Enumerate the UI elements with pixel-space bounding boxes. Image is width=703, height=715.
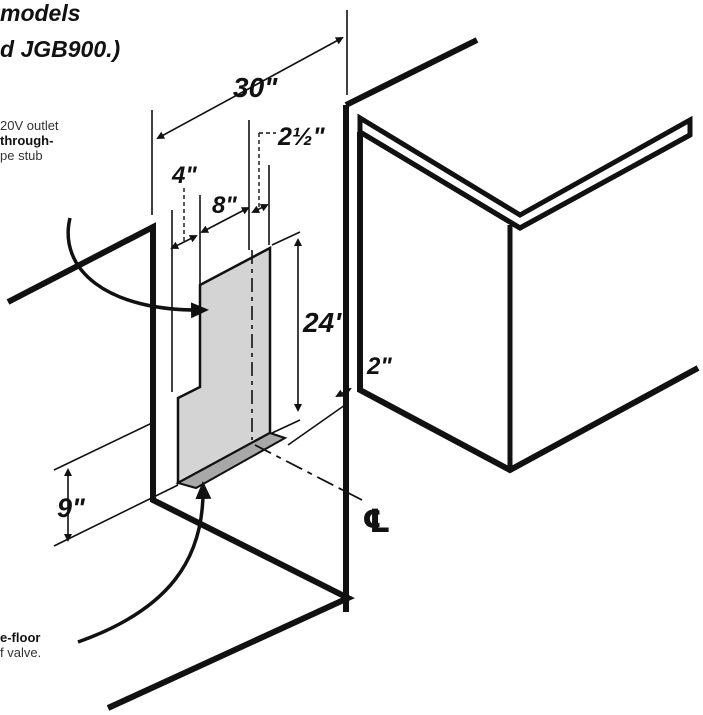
model-heading-line-2: d JGB900.) [0,36,121,62]
dimension-floor-height: 9" [57,493,86,523]
outlet-note-line-2: through- [0,132,54,148]
valve-note: e-floor f valve. [0,630,42,661]
dimension-zone-height: 24" [302,307,348,338]
cabinet [357,113,700,474]
dimension-total-width: 30" [233,72,278,103]
outlet-note: 20V outlet through- pe stub [0,118,59,164]
extension-lines-dashed [183,132,276,244]
valve-note-line-2: f valve. [0,644,42,660]
dimension-left-margin: 4" [171,162,197,189]
centerline [254,444,363,501]
valve-note-line-1: e-floor [0,630,41,645]
model-heading-line-1: models [0,0,81,26]
dimension-side-gap: 2" [366,353,392,380]
centerline-symbol: ℄ [362,502,391,540]
outlet-note-line-1: 20V outlet [0,118,59,133]
dimension-offset: 2½" [277,123,326,151]
dimension-zone-width: 8" [212,192,237,219]
callout-arrows [66,217,212,644]
outlet-note-line-3: pe stub [0,147,43,163]
dimension-arrows [64,37,352,542]
wall-outline [6,37,479,711]
